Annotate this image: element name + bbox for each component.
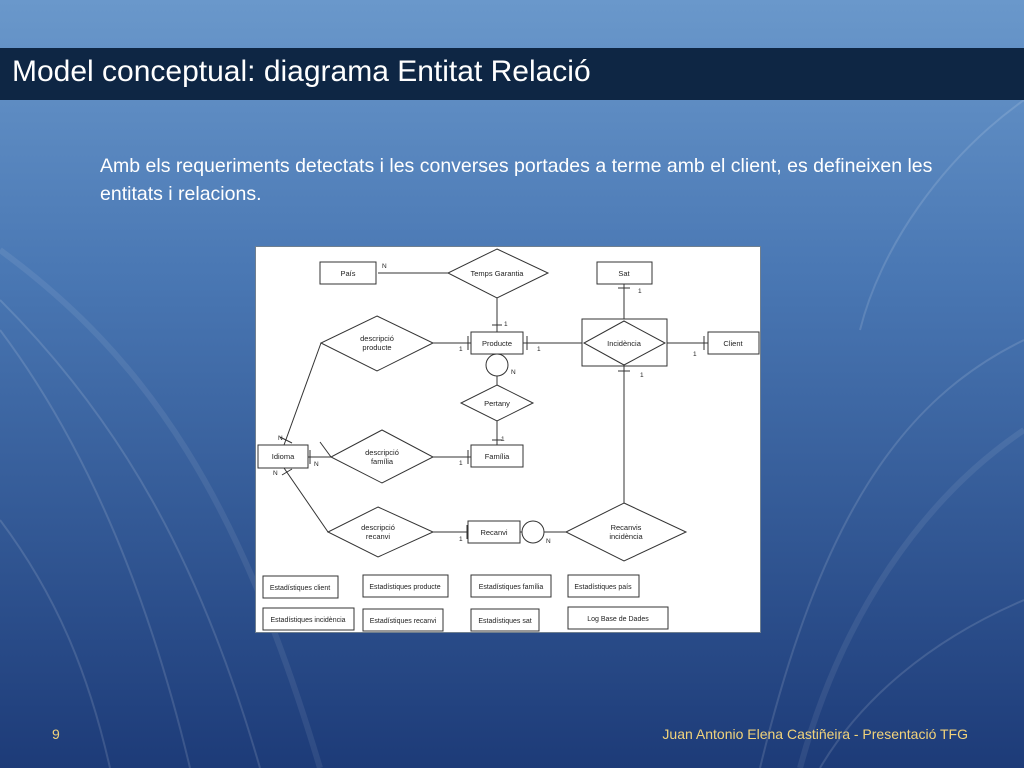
card-pertany-familia-1: 1 — [501, 436, 505, 443]
stats-label-familia: Estadístiques família — [479, 584, 544, 591]
page-number: 9 — [52, 726, 60, 742]
stats-label-incidencia: Estadístiques incidència — [270, 617, 345, 624]
stats-box-incidencia — [262, 607, 355, 631]
label-temps-garantia: Temps Garantia — [471, 269, 525, 278]
entity-client — [707, 331, 760, 355]
stats-label-producte: Estadístiques producte — [369, 584, 440, 591]
stats-label-log: Log Base de Dades — [587, 616, 649, 623]
card-client-1: 1 — [693, 351, 697, 358]
stats-box-familia — [470, 574, 552, 598]
relation-incidencia — [582, 320, 667, 366]
entity-idioma — [257, 444, 309, 469]
footer-author: Juan Antonio Elena Castiñeira - Presenta… — [662, 726, 968, 742]
card-recanvi-n: N — [546, 538, 551, 545]
label-pertany: Pertany — [484, 399, 510, 408]
stats-label-sat: Estadístiques sat — [478, 618, 531, 625]
entity-recanvi — [467, 520, 521, 544]
label-familia: Família — [485, 452, 510, 461]
label-pais: País — [340, 269, 355, 278]
relation-recanvis-incidencia — [564, 502, 688, 562]
card-idioma-bottom-n: N — [273, 470, 278, 477]
card-pais-n: N — [382, 263, 387, 270]
circle-producte-pertany — [485, 353, 509, 377]
card-idioma-top-n: N — [278, 435, 283, 442]
slide-title: Model conceptual: diagrama Entitat Relac… — [12, 55, 591, 88]
label-recanvis-incidencia-1: Recanvis — [611, 523, 642, 532]
tick-idioma-bottom — [281, 468, 293, 476]
stats-box-recanvi — [362, 608, 444, 632]
label-producte: Producte — [482, 339, 512, 348]
relation-descripcio-recanvi — [326, 506, 435, 558]
line-idioma-descrecanvi — [283, 467, 329, 533]
circle-recanvi — [521, 520, 545, 544]
label-idioma: Idioma — [272, 452, 295, 461]
card-garantia-producte-1: 1 — [504, 321, 508, 328]
label-descripcio-familia-1: descripció — [365, 448, 399, 457]
label-descripcio-familia-2: família — [371, 457, 394, 466]
label-sat: Sat — [618, 269, 630, 278]
card-incidencia-1: 1 — [640, 372, 644, 379]
relation-temps-garantia — [446, 248, 550, 299]
stats-box-pais — [567, 574, 640, 598]
card-producte-left-1: 1 — [459, 346, 463, 353]
entity-pais — [319, 261, 377, 285]
relation-descripcio-familia — [329, 429, 435, 484]
relation-pertany — [459, 384, 535, 422]
card-producte-n: N — [511, 369, 516, 376]
card-recanvi-1: 1 — [459, 536, 463, 543]
stats-box-sat — [470, 608, 540, 632]
tick-idioma-top — [279, 436, 293, 444]
relation-descripcio-producte — [319, 315, 435, 372]
card-idioma-right-n: N — [314, 461, 319, 468]
card-producte-right-1: 1 — [537, 346, 541, 353]
stats-box-log — [567, 606, 669, 630]
line-idioma-descproducte — [283, 342, 322, 446]
stats-label-client: Estadístiques client — [270, 585, 330, 592]
entity-familia — [470, 444, 524, 468]
stats-box-producte — [362, 574, 449, 598]
entity-sat — [596, 261, 653, 285]
label-client: Client — [723, 339, 743, 348]
label-descripcio-producte-2: producte — [362, 343, 391, 352]
label-recanvis-incidencia-2: incidència — [609, 532, 643, 541]
card-familia-1: 1 — [459, 460, 463, 467]
intro-text: Amb els requeriments detectats i les con… — [100, 155, 933, 205]
card-sat-1: 1 — [638, 288, 642, 295]
label-descripcio-recanvi-1: descripció — [361, 523, 395, 532]
line-idioma-descfamilia-stub — [319, 441, 332, 458]
label-recanvi: Recanvi — [480, 528, 507, 537]
stats-label-pais: Estadístiques país — [574, 584, 632, 591]
er-diagram: País Sat Producte Client Idioma Família … — [255, 246, 761, 633]
label-descripcio-producte-1: descripció — [360, 334, 394, 343]
label-descripcio-recanvi-2: recanvi — [366, 532, 391, 541]
title-bar: Model conceptual: diagrama Entitat Relac… — [0, 48, 1024, 100]
stats-label-recanvi: Estadístiques recanvi — [370, 618, 437, 625]
label-incidencia: Incidència — [607, 339, 642, 348]
stats-box-client — [262, 575, 339, 599]
